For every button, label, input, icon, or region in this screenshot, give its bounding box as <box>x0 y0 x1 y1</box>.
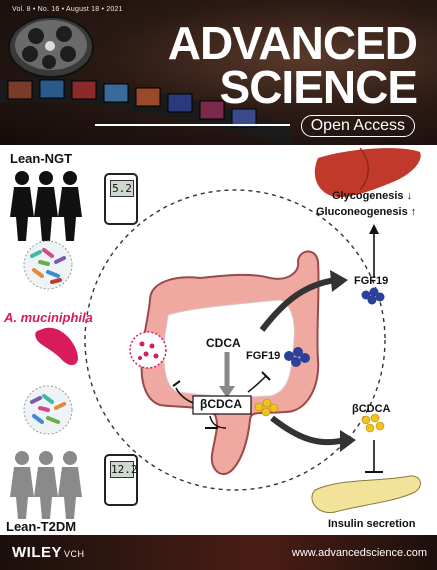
open-access-badge: Open Access <box>300 115 415 137</box>
bcdca-gut-blob <box>254 398 279 417</box>
film-reel-icon <box>8 16 94 78</box>
pancreas-icon <box>311 475 421 514</box>
akkermansia-bacterium-icon <box>35 327 78 366</box>
issue-line: Vol. 8 • No. 16 • August 18 • 2021 <box>12 6 123 13</box>
journal-title-line1: ADVANCED <box>167 17 418 69</box>
bacteria-sample-icon <box>129 331 167 369</box>
dashed-circle <box>84 189 386 491</box>
label-fgf19-gut: FGF19 <box>246 350 281 362</box>
meter-t2dm-reading: 12.2 <box>110 461 138 478</box>
meter-ngt-reading: 5.2 <box>110 180 134 197</box>
label-bcdca-gut: βCDCA <box>200 397 242 411</box>
label-lean-ngt: Lean-NGT <box>10 151 73 166</box>
label-gluconeogenesis: Gluconeogenesis ↑ <box>316 206 417 218</box>
label-cdca: CDCA <box>206 336 241 350</box>
journal-title-line2: SCIENCE <box>219 61 418 113</box>
title-rule <box>95 124 290 126</box>
label-bcdca-right: βCDCA <box>352 403 391 415</box>
cover-footer <box>0 535 437 570</box>
fgf19-gut-blob <box>284 347 310 367</box>
people-ngt-icon <box>10 171 82 241</box>
fgf19-right-blob <box>361 287 385 305</box>
glucose-meter-t2dm: 12.2 <box>104 454 138 506</box>
label-lean-t2dm: Lean-T2DM <box>6 519 77 534</box>
figure-graphics <box>10 147 421 519</box>
publisher-name: WILEY <box>12 544 62 561</box>
label-glycogenesis: Glycogenesis ↓ <box>332 190 413 202</box>
label-akkermansia: A. muciniphila <box>4 310 93 325</box>
label-fgf19-right: FGF19 <box>354 275 389 287</box>
microbiome-t2dm-icon <box>23 385 73 435</box>
people-t2dm-icon <box>10 451 82 519</box>
glucose-meter-ngt: 5.2 <box>104 173 138 225</box>
microbiome-ngt-icon <box>23 240 73 290</box>
label-insulin-secretion: Insulin secretion <box>328 518 416 530</box>
publisher-suffix: VCH <box>64 549 85 559</box>
bcdca-box <box>192 395 252 415</box>
bcdca-right-blob <box>361 413 385 433</box>
journal-url: www.advancedscience.com <box>291 547 427 559</box>
film-strip-illustration <box>0 77 290 145</box>
